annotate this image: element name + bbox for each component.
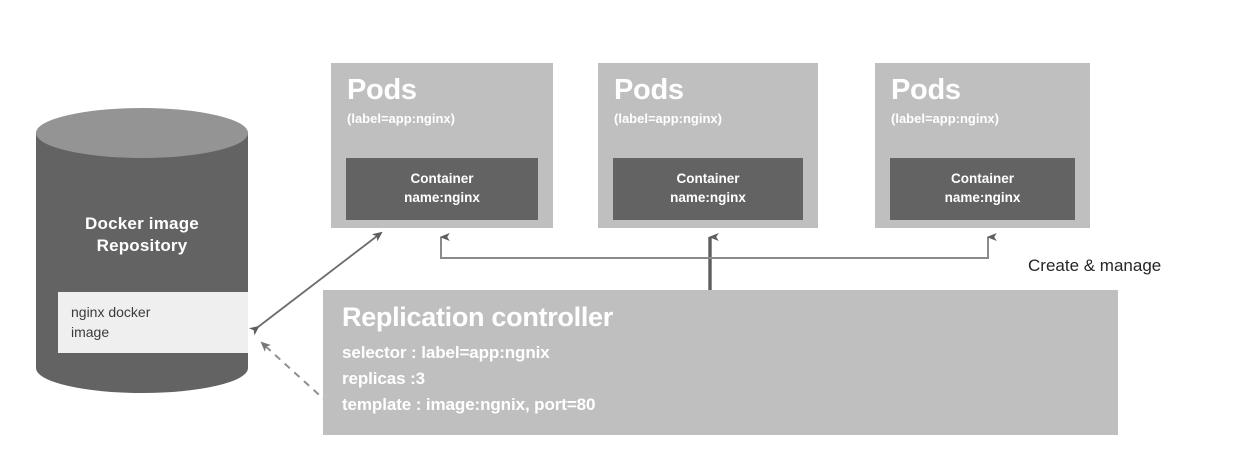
pod-2-container-line2: name:nginx xyxy=(670,190,746,205)
rc-property-template: template : image:ngnix, port=80 xyxy=(342,395,596,414)
pod-1: Pods (label=app:nginx) Container name:ng… xyxy=(331,63,553,228)
create-manage-annotation: Create & manage xyxy=(1028,256,1162,275)
nginx-image-line1: nginx docker xyxy=(71,304,151,320)
pod-3-container-label: Container name:nginx xyxy=(890,169,1075,207)
pod-3: Pods (label=app:nginx) Container name:ng… xyxy=(875,63,1090,228)
nginx-image-line2: image xyxy=(71,324,110,340)
nginx-image-box: nginx docker image xyxy=(58,292,248,353)
docker-image-repository: Docker image Repository nginx docker ima… xyxy=(36,108,248,393)
pod-1-container-line2: name:nginx xyxy=(404,190,480,205)
pod-2: Pods (label=app:nginx) Container name:ng… xyxy=(598,63,818,228)
pod-1-title: Pods xyxy=(347,74,417,106)
replication-controller-title: Replication controller xyxy=(342,302,613,332)
cylinder-top xyxy=(36,108,248,158)
pod-1-container-label: Container name:nginx xyxy=(346,169,538,207)
repository-title-line1: Docker image xyxy=(85,214,199,233)
pod-2-title: Pods xyxy=(614,74,684,106)
rc-property-replicas: replicas :3 xyxy=(342,369,426,388)
pod-1-container: Container name:nginx xyxy=(346,158,538,220)
pod-2-label: (label=app:nginx) xyxy=(614,111,722,126)
rc-property-selector: selector : label=app:ngnix xyxy=(342,343,550,362)
pod-2-container-label: Container name:nginx xyxy=(613,169,803,207)
nginx-image-label: nginx docker image xyxy=(71,302,150,342)
pod-1-container-line1: Container xyxy=(410,171,474,186)
controller-to-pods-connector xyxy=(439,233,997,290)
pod-2-container-line1: Container xyxy=(676,171,740,186)
pod-2-container: Container name:nginx xyxy=(613,158,803,220)
pod-3-container-line1: Container xyxy=(950,171,1014,186)
repository-title-line2: Repository xyxy=(96,236,188,255)
replication-controller-properties: selector : label=app:ngnix replicas :3 t… xyxy=(342,340,595,418)
pod-3-label: (label=app:nginx) xyxy=(891,111,999,126)
pod-3-title: Pods xyxy=(891,74,961,106)
repository-to-pod-arrow xyxy=(248,231,383,336)
pod-1-label: (label=app:nginx) xyxy=(347,111,455,126)
pod-3-container: Container name:nginx xyxy=(890,158,1075,220)
repository-title: Docker image Repository xyxy=(36,213,248,257)
replication-controller: Replication controller selector : label=… xyxy=(323,290,1118,435)
pod-3-container-line2: name:nginx xyxy=(944,190,1021,205)
